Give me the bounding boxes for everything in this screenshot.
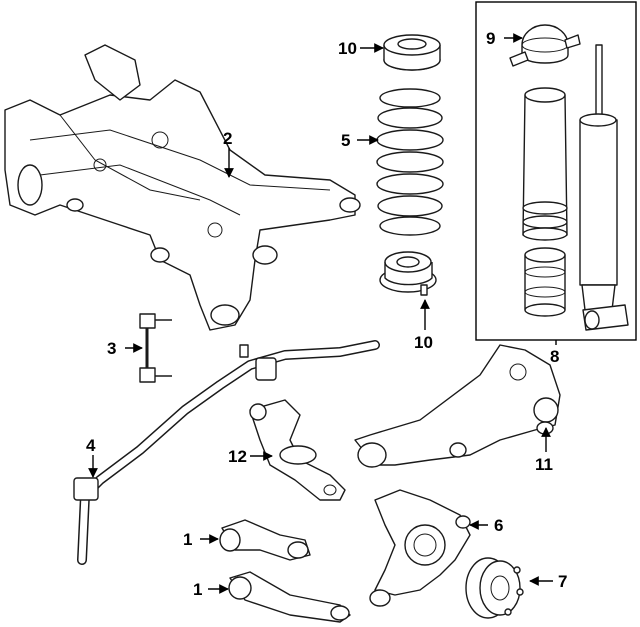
callout-11: 11 — [535, 455, 553, 474]
subframe-part — [4, 44, 361, 331]
callout-8: 8 — [550, 347, 559, 366]
hub-bearing — [465, 557, 524, 619]
upper-control-arm — [219, 519, 311, 561]
dust-boot — [522, 87, 568, 241]
upper-spring-insulator — [383, 34, 441, 71]
callout-2: 2 — [223, 129, 232, 148]
callout-4: 4 — [86, 436, 96, 455]
trailing-arm — [354, 344, 561, 468]
leader-lines — [88, 33, 557, 594]
callout-1-upper: 1 — [183, 530, 192, 549]
callout-9: 9 — [486, 29, 495, 48]
callout-7: 7 — [558, 572, 567, 591]
callout-6: 6 — [494, 516, 503, 535]
knuckle — [369, 489, 471, 607]
callout-10-bottom: 10 — [414, 333, 433, 352]
lower-spring-insulator — [379, 251, 437, 296]
stabilizer-bar — [73, 340, 380, 565]
callout-5: 5 — [341, 131, 350, 150]
shock-mount-cap — [509, 24, 581, 67]
bump-stop — [524, 247, 566, 317]
callout-12: 12 — [228, 447, 247, 466]
callout-1-lower: 1 — [193, 580, 202, 599]
lower-control-arm — [228, 571, 351, 623]
shock-absorber — [579, 44, 629, 331]
callout-3: 3 — [107, 339, 116, 358]
stabilizer-link — [139, 313, 172, 383]
coil-spring — [376, 88, 444, 236]
spring-lower-arm — [249, 399, 346, 501]
callout-10-top: 10 — [338, 39, 357, 58]
